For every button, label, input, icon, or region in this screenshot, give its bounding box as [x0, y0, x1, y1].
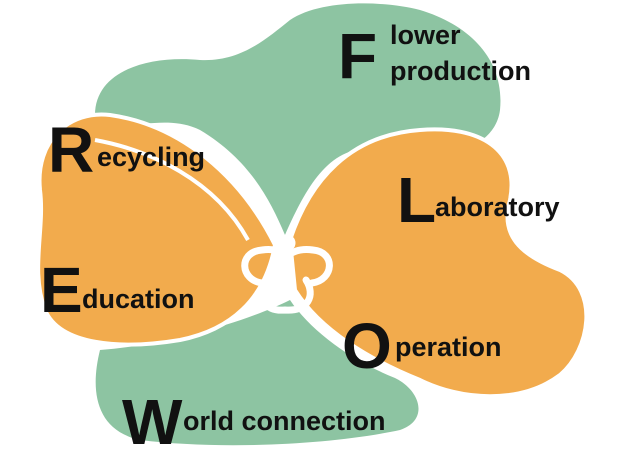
- label: aboratory: [435, 192, 560, 222]
- big-letter: O: [342, 310, 392, 382]
- label: ducation: [82, 284, 195, 314]
- item-flower-production: F lower production: [338, 20, 531, 92]
- item-operation: O peration: [342, 310, 502, 382]
- big-letter: W: [122, 386, 183, 454]
- petal-vein-line: [94, 138, 250, 241]
- orange-left-petal: [36, 112, 278, 347]
- label: orld connection: [183, 406, 386, 436]
- big-letter: E: [40, 254, 83, 326]
- item-world-connection: W orld connection: [122, 386, 386, 454]
- item-recycling: R ecycling: [48, 114, 205, 186]
- green-bottom-petal: [95, 300, 419, 446]
- label-line1: lower: [390, 20, 461, 50]
- orange-right-petal: [287, 127, 589, 399]
- label-line2: production: [390, 56, 531, 86]
- big-letter: R: [48, 114, 94, 186]
- big-letter: F: [338, 20, 377, 92]
- big-letter: L: [397, 164, 436, 236]
- label: ecycling: [97, 142, 205, 172]
- item-laboratory: L aboratory: [397, 164, 560, 236]
- center-emblem: [241, 234, 333, 314]
- item-education: E ducation: [40, 254, 195, 326]
- green-top-petal: [95, 3, 501, 235]
- label: peration: [395, 332, 502, 362]
